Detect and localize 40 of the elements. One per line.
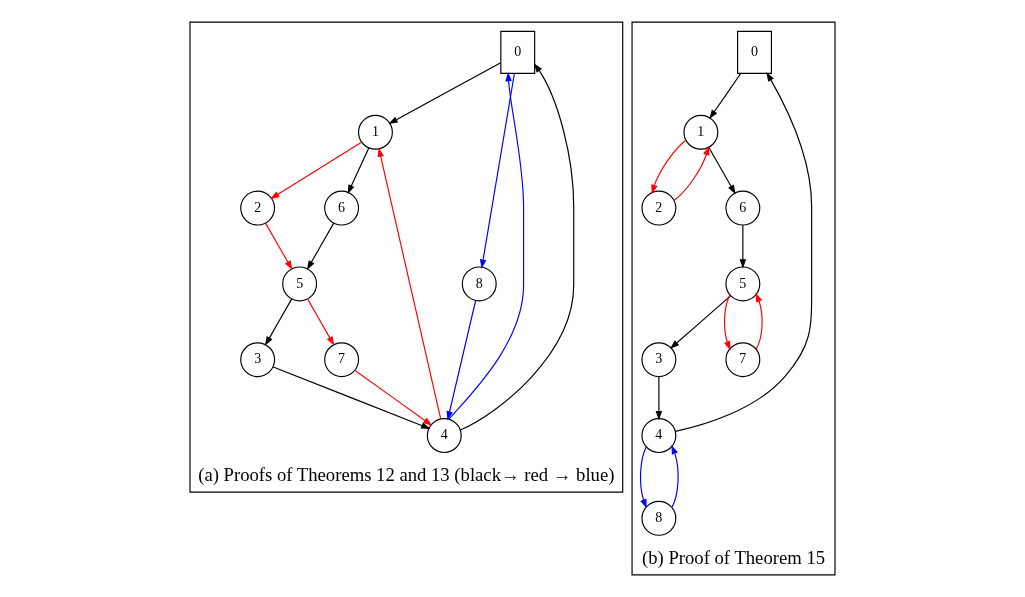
- node-circle: 5: [282, 266, 318, 302]
- node-box: 0: [737, 30, 773, 74]
- arrow: [377, 147, 442, 420]
- arrow: [347, 147, 370, 195]
- node-circle: 2: [240, 190, 276, 226]
- arrow: [270, 141, 363, 200]
- arrow: [306, 222, 335, 271]
- arrow: [264, 222, 293, 271]
- arrow: [651, 139, 687, 195]
- node-circle: 2: [641, 190, 677, 226]
- node-circle: 7: [324, 342, 360, 378]
- arrow: [306, 298, 335, 346]
- arrow: [459, 63, 575, 431]
- arrow: [673, 145, 710, 201]
- node-box: 0: [500, 30, 536, 74]
- arrow: [670, 295, 732, 349]
- arrow: [639, 446, 647, 509]
- node-circle: 1: [357, 114, 393, 150]
- arrow: [354, 369, 433, 426]
- arrow: [272, 366, 431, 429]
- node-circle: 4: [426, 418, 462, 454]
- arrow: [264, 298, 293, 346]
- node-circle: 3: [641, 342, 677, 378]
- node-circle: 6: [725, 190, 761, 226]
- arrow: [655, 376, 663, 421]
- arrow: [446, 299, 477, 421]
- arrow: [671, 444, 679, 508]
- arrow: [709, 72, 742, 120]
- node-circle: 6: [324, 190, 360, 226]
- node-circle: 1: [683, 114, 719, 150]
- arrow: [708, 146, 736, 195]
- arrow: [388, 62, 501, 125]
- arrow: [479, 72, 515, 269]
- arrow: [448, 71, 525, 420]
- node-circle: 8: [461, 266, 497, 302]
- arrow: [739, 224, 747, 269]
- arrow: [723, 294, 731, 351]
- arrow: [755, 292, 763, 350]
- arrow: [674, 72, 813, 432]
- node-circle: 3: [240, 342, 276, 378]
